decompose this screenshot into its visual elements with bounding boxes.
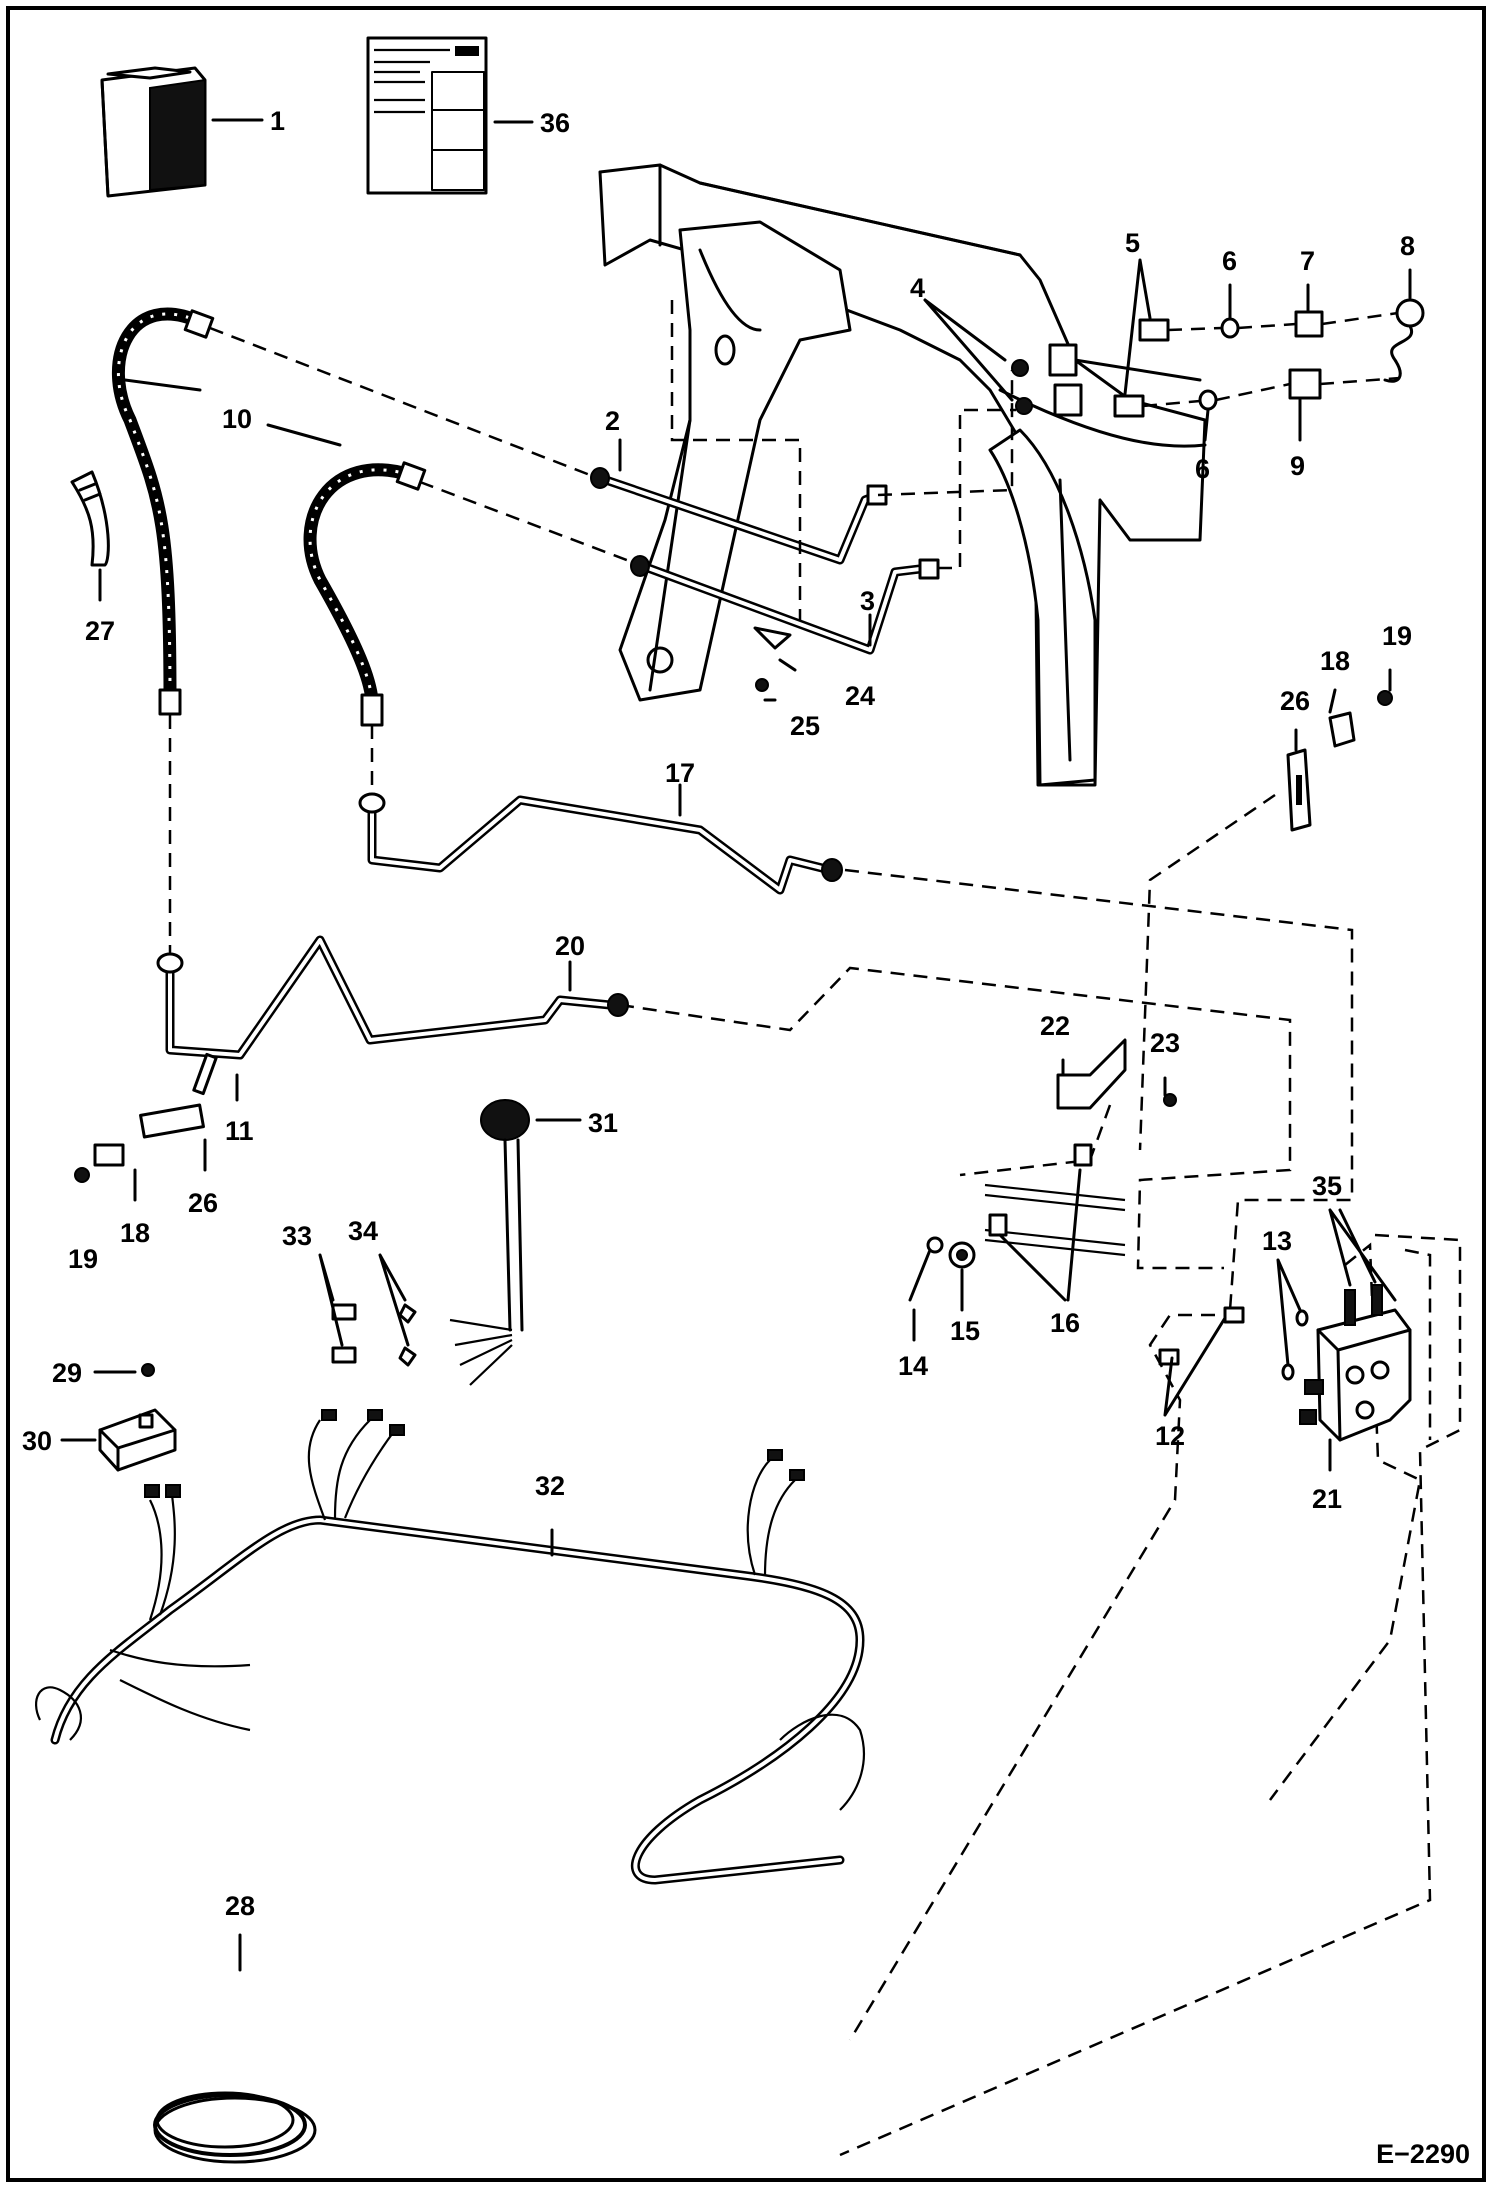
callout-19b: 19 (68, 1244, 98, 1274)
leader-lines (60, 118, 1412, 1972)
callout-18a: 18 (1320, 646, 1350, 676)
callout-20: 20 (555, 931, 585, 961)
part-36-instruction-sheet (366, 36, 488, 195)
callout-36: 36 (540, 108, 570, 138)
callout-17: 17 (665, 758, 695, 788)
drawing-border (6, 6, 1486, 2182)
callout-4: 4 (910, 273, 925, 303)
loader-frame (598, 163, 1207, 787)
parts-2-3-tubes (590, 467, 940, 692)
part-20-tube (156, 935, 629, 1060)
callout-6b: 6 (1195, 454, 1210, 484)
parts-22-23-bracket (1056, 1038, 1177, 1110)
part-32-harness (35, 1409, 865, 1885)
callout-27: 27 (85, 616, 115, 646)
callout-28: 28 (225, 1891, 255, 1921)
callout-15: 15 (950, 1316, 980, 1346)
callout-3: 3 (860, 586, 875, 616)
part-31-switch (449, 1099, 530, 1386)
callout-21: 21 (1312, 1484, 1342, 1514)
callout-1: 1 (270, 106, 285, 136)
part-27-sleeve (70, 470, 110, 567)
callout-30: 30 (22, 1426, 52, 1456)
part-1-box (100, 66, 207, 198)
callout-10: 10 (222, 404, 252, 434)
part-21-valve (1158, 1284, 1412, 1442)
callout-8: 8 (1400, 231, 1415, 261)
callout-34: 34 (348, 1216, 378, 1246)
callout-13: 13 (1262, 1226, 1292, 1256)
fittings-5-9 (1113, 298, 1425, 418)
part-10-hoses (111, 307, 427, 727)
callout-6a: 6 (1222, 246, 1237, 276)
callout-11: 11 (225, 1116, 254, 1146)
callout-33: 33 (282, 1221, 312, 1251)
parts-33-34-terminals (331, 1303, 417, 1367)
connection-lines (168, 300, 1462, 2157)
callout-31: 31 (588, 1108, 618, 1138)
parts-14-15-16-clamps (908, 1143, 1126, 1302)
drawing-id: E−2290 (1376, 2139, 1470, 2169)
callout-22: 22 (1040, 1011, 1070, 1041)
part-28-coil (153, 2091, 317, 2164)
callout-14: 14 (898, 1351, 928, 1381)
callout-2: 2 (605, 406, 620, 436)
callout-9: 9 (1290, 451, 1305, 481)
callout-26a: 26 (1280, 686, 1310, 716)
callout-7: 7 (1300, 246, 1315, 276)
callout-12: 12 (1155, 1421, 1185, 1451)
callout-16: 16 (1050, 1308, 1080, 1338)
callout-32: 32 (535, 1471, 565, 1501)
callout-35: 35 (1312, 1171, 1342, 1201)
parts-29-30-block (98, 1363, 177, 1472)
callout-18b: 18 (120, 1218, 150, 1248)
callout-25: 25 (790, 711, 820, 741)
callout-26b: 26 (188, 1188, 218, 1218)
part-17-tube (358, 792, 843, 895)
callout-24: 24 (845, 681, 875, 711)
callout-5: 5 (1125, 228, 1140, 258)
parts-11-18-19-26-bracket-left (74, 1052, 218, 1183)
callout-23: 23 (1150, 1028, 1180, 1058)
parts-18-19-26-bracket-right (1286, 690, 1393, 832)
callout-labels: 1 36 2 3 4 5 6 6 7 8 9 10 27 24 25 17 20… (22, 106, 1415, 1921)
callout-19a: 19 (1382, 621, 1412, 651)
callout-29: 29 (52, 1358, 82, 1388)
